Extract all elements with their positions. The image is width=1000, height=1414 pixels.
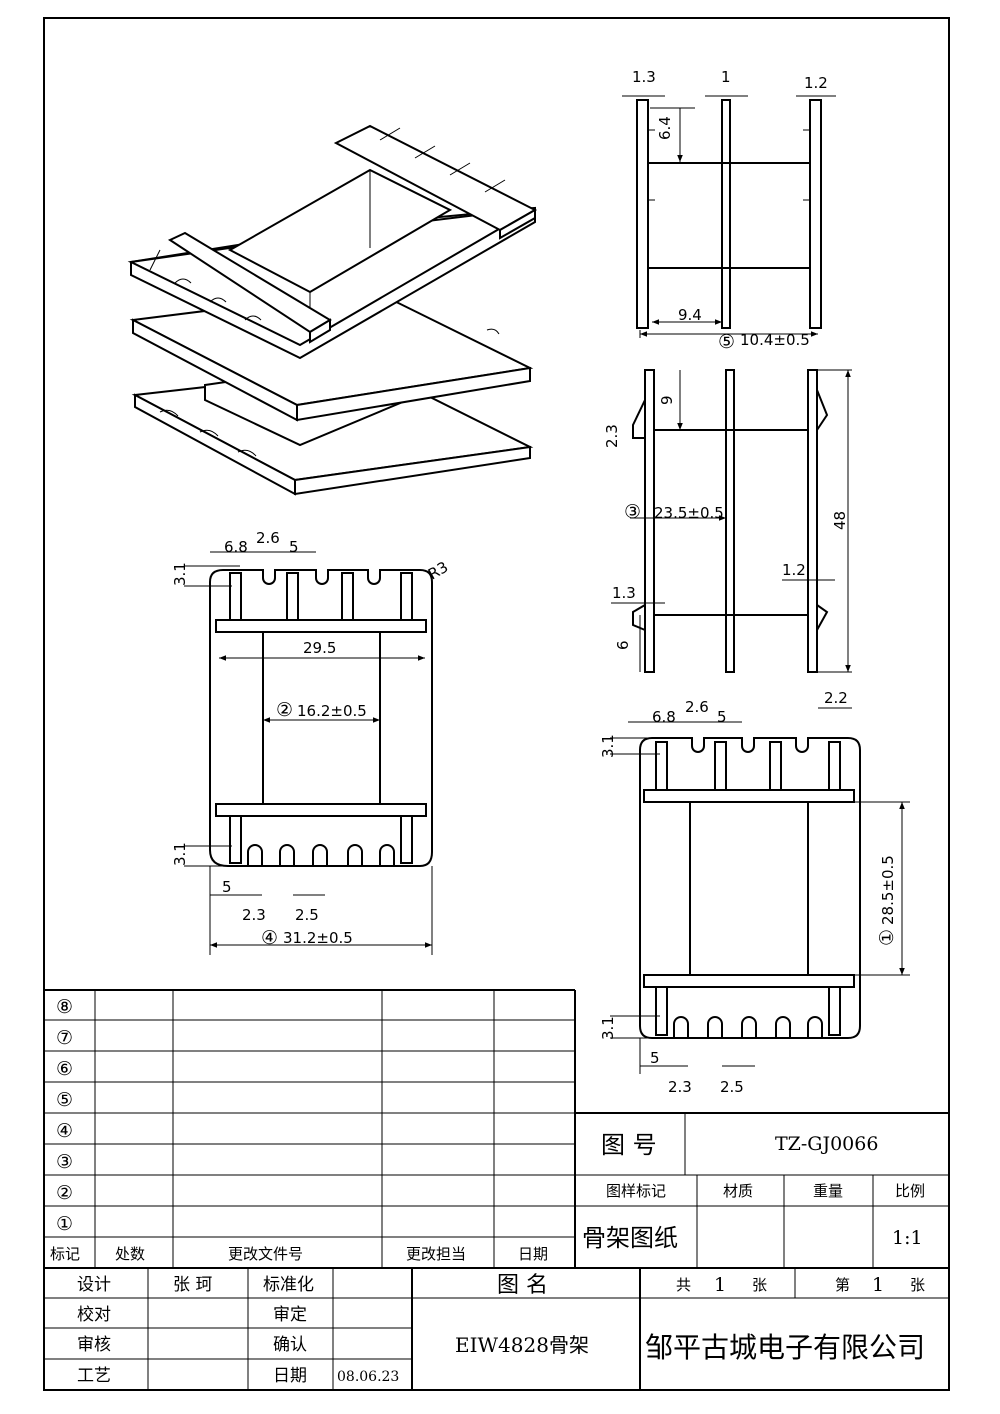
sample-mark-label: 图样标记 [606, 1182, 666, 1200]
date-value: 08.06.23 [337, 1369, 399, 1385]
drawing-border [43, 17, 950, 1391]
dim-text: 5 [289, 538, 299, 556]
dim-text: 3.1 [171, 562, 189, 586]
check-label: 校对 [77, 1305, 111, 1325]
designer: 张 珂 [173, 1275, 212, 1295]
dim-text: 5 [222, 878, 232, 896]
title-block: 图 号 TZ-GJ0066 图样标记 材质 重量 比例 骨架图纸 1:1 设计 … [44, 1112, 949, 1390]
weight-label: 重量 [813, 1182, 843, 1200]
review-label: 审核 [77, 1335, 111, 1355]
dim-num: ⑤ [718, 331, 735, 353]
dim-text: 2.6 [685, 698, 709, 716]
sheet-unit: 张 [752, 1276, 767, 1294]
dim-text: 10.4±0.5 [740, 331, 810, 349]
dim-text: 1.3 [632, 68, 656, 86]
dim-text: 9 [658, 395, 676, 405]
dim-text: 28.5±0.5 [879, 855, 897, 925]
material-label: 材质 [723, 1182, 753, 1200]
dim-num: ② [276, 699, 293, 721]
dim-text: 2.3 [242, 906, 266, 924]
rev-row-label: ② [56, 1182, 73, 1204]
sheet-unit2: 张 [910, 1276, 925, 1294]
dim-text: 5 [717, 708, 727, 726]
rev-row-label: ⑤ [56, 1089, 73, 1111]
dim-text: 1 [721, 68, 731, 86]
dim-text: 48 [831, 511, 849, 530]
side-view-middle: 9 2.3 ③ 23.5±0.5 48 1.2 1.3 6 [603, 369, 852, 673]
name-label: 图 名 [497, 1273, 548, 1298]
date-label: 日期 [273, 1366, 307, 1386]
rev-row-label: ⑧ [56, 996, 73, 1018]
drawing-no-label: 图 号 [601, 1131, 657, 1159]
dim-text: 2.6 [256, 529, 280, 547]
dim-text: 1.3 [612, 584, 636, 602]
dim-text: 3.1 [171, 842, 189, 866]
dim-text: 6.8 [224, 538, 248, 556]
rev-header: 处数 [115, 1245, 145, 1263]
rev-header: 更改文件号 [228, 1245, 303, 1263]
dim-text: 31.2±0.5 [283, 929, 353, 947]
dim-text: 29.5 [303, 639, 336, 657]
dim-text: 6.8 [652, 708, 676, 726]
dim-text: 2.5 [295, 906, 319, 924]
dim-text: 23.5±0.5 [654, 504, 724, 522]
dim-text: R3 [425, 558, 451, 584]
dim-text: 3.1 [599, 734, 617, 758]
sheet-value: 1 [872, 1274, 884, 1296]
process-label: 工艺 [77, 1366, 111, 1386]
dim-text: 5 [650, 1049, 660, 1067]
rev-header: 标记 [50, 1245, 80, 1263]
scale-value: 1:1 [892, 1227, 923, 1249]
dim-num: ③ [624, 501, 641, 523]
rev-row-label: ⑦ [56, 1027, 73, 1049]
front-view-right: 6.8 2.6 5 2.2 3.1 ① 28.5±0.5 3.1 5 2.3 2… [599, 689, 910, 1096]
dim-text: 9.4 [678, 306, 702, 324]
side-view-top: 1.3 1 1.2 6.4 9.4 ⑤ 10.4±0.5 [622, 68, 836, 353]
rev-row-label: ③ [56, 1151, 73, 1173]
dim-text: 2.5 [720, 1078, 744, 1096]
dim-text: 3.1 [599, 1016, 617, 1040]
standard-label: 标准化 [263, 1275, 314, 1295]
confirm-label: 确认 [273, 1335, 307, 1355]
dim-text: 6.4 [656, 116, 674, 140]
dim-text: 16.2±0.5 [297, 702, 367, 720]
dim-text: 2.2 [824, 689, 848, 707]
rev-header: 日期 [518, 1245, 548, 1263]
company-name: 邹平古城电子有限公司 [645, 1331, 925, 1364]
front-view-left: 6.8 2.6 5 3.1 R3 29.5 ② 16.2±0.5 3.1 5 2… [171, 529, 451, 955]
dim-text: 1.2 [804, 74, 828, 92]
rev-row-label: ① [56, 1213, 73, 1235]
rev-row-label: ④ [56, 1120, 73, 1142]
dim-text: 2.3 [668, 1078, 692, 1096]
sheet-label: 第 [835, 1276, 850, 1294]
total-label: 共 [676, 1276, 691, 1294]
scale-label: 比例 [895, 1182, 925, 1200]
design-label: 设计 [77, 1275, 111, 1295]
doc-type: 骨架图纸 [582, 1224, 678, 1252]
isometric-view [127, 124, 538, 496]
part-name: EIW4828骨架 [455, 1333, 589, 1357]
dim-num: ④ [261, 927, 278, 949]
revision-table: ⑧ ⑦ ⑥ ⑤ ④ ③ ② ① 标记 处数 更改文件号 更改担当 日期 [44, 989, 576, 1268]
dim-text: 6 [614, 640, 632, 650]
rev-row-label: ⑥ [56, 1058, 73, 1080]
dim-text: 2.3 [603, 424, 621, 448]
rev-header: 更改担当 [406, 1245, 466, 1263]
approve-label: 审定 [273, 1305, 307, 1325]
drawing-no: TZ-GJ0066 [775, 1133, 878, 1155]
dim-num: ① [876, 929, 898, 946]
dim-text: 1.2 [782, 561, 806, 579]
total-value: 1 [714, 1274, 726, 1296]
